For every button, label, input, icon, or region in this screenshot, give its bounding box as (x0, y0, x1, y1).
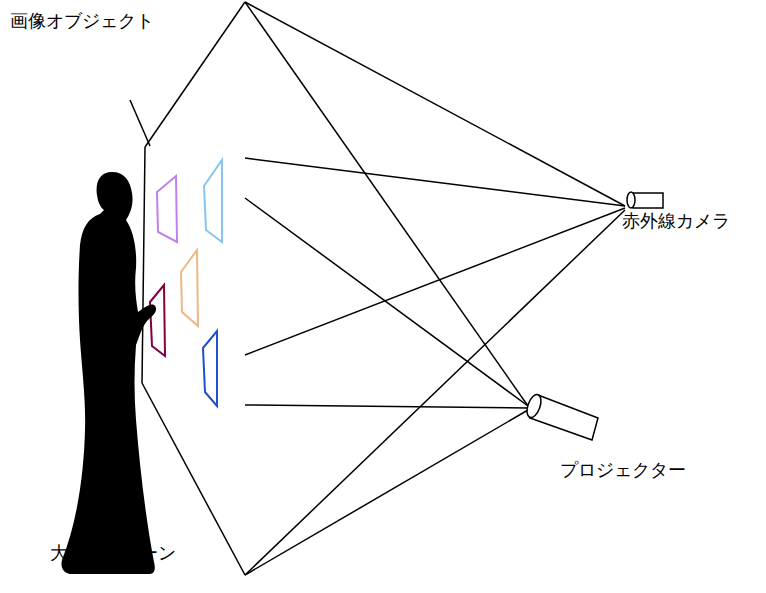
projection-lines (130, 2, 625, 575)
camera-icon (627, 192, 663, 208)
component-label: 大型スクリーン (50, 542, 176, 564)
projector-icon (524, 393, 598, 440)
component-label: 赤外線カメラ (622, 210, 730, 232)
person-silhouette (61, 172, 156, 574)
component-label: 画像オブジェクト (10, 10, 154, 32)
image-objects (150, 160, 222, 406)
component-label: プロジェクター (560, 459, 686, 481)
